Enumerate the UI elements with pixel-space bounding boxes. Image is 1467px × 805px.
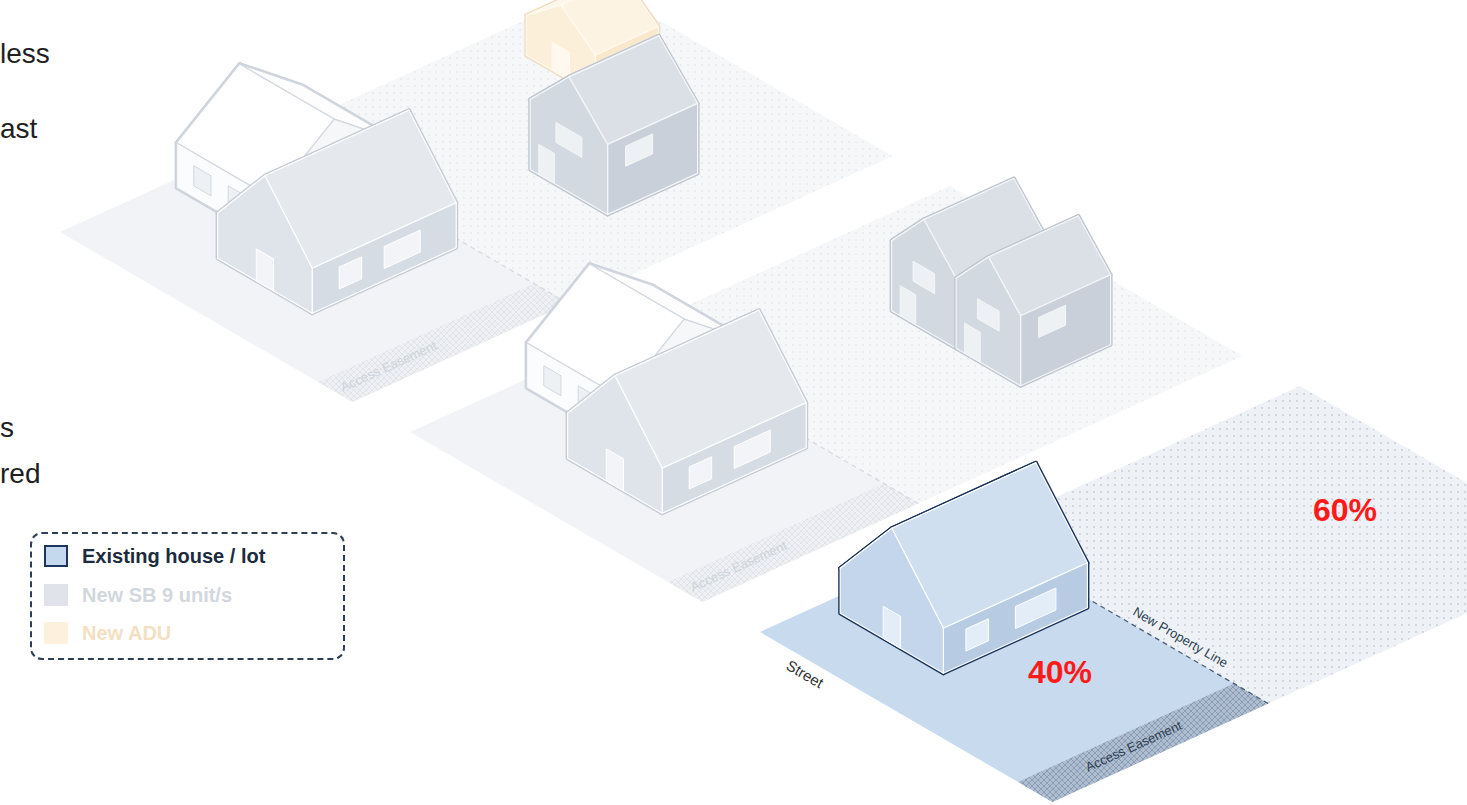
house-opening: [689, 457, 712, 489]
street-label: Street: [783, 657, 826, 692]
house-opening: [539, 144, 555, 183]
house-face: [956, 257, 1021, 386]
cut-off-text: red: [0, 458, 40, 490]
legend-swatch: [44, 622, 68, 644]
percentage-label: 60%: [1313, 492, 1377, 529]
sb9-unit: [956, 216, 1111, 386]
house-face: [840, 528, 943, 673]
legend-row: Existing house / lot: [44, 544, 265, 568]
legend-row: New ADU: [44, 621, 171, 645]
house-opening: [900, 286, 916, 325]
house-opening: [256, 249, 273, 291]
house-opening: [626, 134, 653, 166]
house-face: [530, 77, 607, 215]
house-face: [312, 203, 456, 314]
house-opening: [552, 42, 569, 80]
percentage-label: 40%: [1028, 654, 1092, 691]
scene: [60, 0, 1467, 802]
house-opening: [194, 166, 211, 196]
cut-off-text: less: [0, 38, 50, 70]
sb9-unit: [530, 36, 697, 215]
house-opening: [1039, 305, 1066, 337]
house-opening: [556, 122, 582, 157]
house-face: [1021, 275, 1111, 386]
old-house: [218, 110, 457, 313]
house-opening: [606, 449, 623, 491]
easement-label: Access Easement: [339, 339, 440, 396]
house-face: [218, 176, 313, 313]
old-house: [568, 310, 807, 513]
easement-label: Access Easement: [689, 539, 790, 596]
cut-off-text: s: [0, 412, 14, 444]
house-opening: [544, 366, 561, 396]
legend-swatch: [44, 545, 68, 567]
house-face: [892, 220, 957, 349]
house-opening: [966, 619, 989, 651]
house-opening: [913, 261, 935, 294]
house-opening: [1015, 588, 1056, 629]
existing-house: [840, 463, 1087, 674]
easement-label: Access Easement: [1084, 719, 1185, 776]
house-opening: [978, 299, 1000, 332]
legend-text: New SB 9 unit/s: [82, 583, 232, 607]
access-easement: [1018, 684, 1268, 802]
legend-box: Existing house / lotNew SB 9 unit/sNew A…: [30, 532, 345, 660]
house-opening: [384, 230, 420, 268]
legend-text: Existing house / lot: [82, 544, 265, 568]
house-opening: [734, 430, 770, 468]
house-opening: [339, 257, 362, 289]
house-face: [568, 376, 663, 514]
cut-off-text: ast: [0, 113, 37, 145]
property-line-label: New Property Line: [1128, 604, 1231, 673]
legend-swatch: [44, 584, 68, 606]
lot: [760, 386, 1467, 802]
house-opening: [965, 323, 981, 362]
house-face: [662, 403, 806, 514]
legend-row: New SB 9 unit/s: [44, 583, 232, 607]
legend-text: New ADU: [82, 621, 171, 645]
house-opening: [883, 606, 900, 648]
house-face: [608, 103, 698, 214]
